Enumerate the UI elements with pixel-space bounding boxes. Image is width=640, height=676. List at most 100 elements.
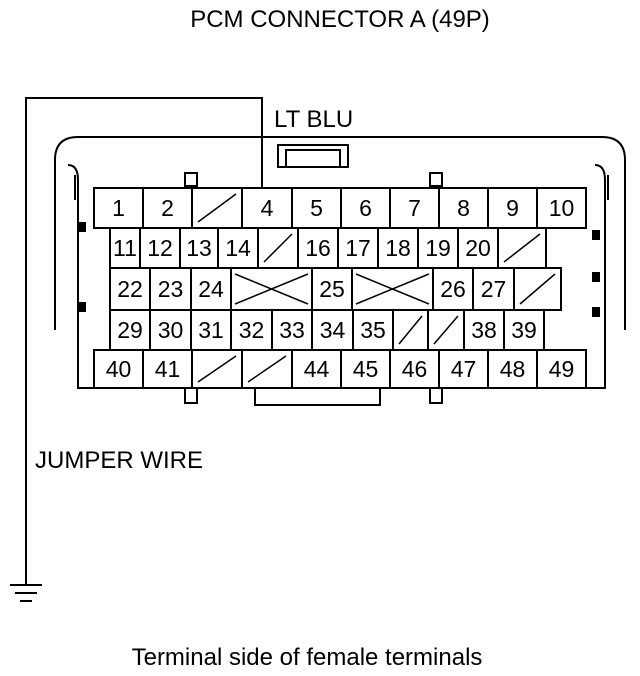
terminal-45: 45 [340,349,391,389]
terminal-number: 13 [186,235,212,261]
terminal-number: 39 [511,317,537,343]
terminal-number: 30 [158,317,184,343]
terminal-number: 6 [359,195,372,221]
terminal-23: 23 [149,267,192,311]
terminal-22: 22 [109,267,151,311]
terminal-number: 32 [239,317,265,343]
terminal-number: 40 [106,356,132,382]
terminal-31: 31 [190,309,232,351]
terminal-46: 46 [389,349,440,389]
terminal-number: 49 [549,356,575,382]
terminal-number: 25 [319,276,345,302]
terminal-number: 8 [457,195,470,221]
terminal-number: 16 [305,235,331,261]
terminal-number: 24 [198,276,224,302]
terminal-number: 5 [310,195,323,221]
terminal-18: 18 [377,227,419,269]
terminal-number: 41 [155,356,181,382]
terminal-40: 40 [93,349,144,389]
terminal-number: 46 [402,356,428,382]
terminal-number: 26 [440,276,466,302]
terminal-number: 33 [279,317,305,343]
terminal-number: 1 [112,195,125,221]
terminal-20: 20 [457,227,499,269]
terminal-5: 5 [291,187,342,229]
terminal-number: 27 [481,276,507,302]
terminal-39: 39 [503,309,545,351]
terminal-47: 47 [438,349,489,389]
terminal-number: 7 [408,195,421,221]
terminal-unused [497,227,547,269]
terminal-33: 33 [271,309,313,351]
terminal-32: 32 [230,309,273,351]
terminal-number: 18 [385,235,411,261]
jumper-wire-label: JUMPER WIRE [35,447,203,474]
terminal-number: 38 [471,317,497,343]
terminal-number: 23 [158,276,184,302]
terminal-number: 17 [345,235,371,261]
terminal-number: 48 [500,356,526,382]
terminal-6: 6 [340,187,391,229]
terminal-1: 1 [93,187,144,229]
terminal-49: 49 [536,349,587,389]
terminal-29: 29 [109,309,151,351]
terminal-38: 38 [463,309,505,351]
terminal-10: 10 [536,187,587,229]
terminal-34: 34 [311,309,354,351]
terminal-24: 24 [190,267,232,311]
terminal-16: 16 [297,227,339,269]
terminal-unused [241,349,293,389]
caption: Terminal side of female terminals [132,644,483,671]
terminal-unused [513,267,562,311]
terminal-number: 10 [549,195,575,221]
terminal-number: 45 [353,356,379,382]
terminal-44: 44 [291,349,342,389]
terminal-number: 22 [117,276,143,302]
terminal-unused [392,309,429,351]
terminal-41: 41 [142,349,193,389]
terminal-9: 9 [487,187,538,229]
terminal-number: 29 [117,317,143,343]
jumper-wire [25,97,263,585]
terminal-number: 12 [147,235,173,261]
terminal-unused [427,309,465,351]
terminal-30: 30 [149,309,192,351]
terminal-number: 35 [360,317,386,343]
terminal-number: 2 [161,195,174,221]
terminal-19: 19 [417,227,459,269]
terminal-27: 27 [472,267,515,311]
terminal-number: 47 [451,356,477,382]
ground-symbol-icon [10,584,42,602]
terminal-unused-cross [230,267,313,311]
terminal-2: 2 [142,187,193,229]
terminal-unused [191,187,243,229]
terminal-unused [191,349,243,389]
diagram-title: PCM CONNECTOR A (49P) [190,6,490,33]
terminal-26: 26 [432,267,474,311]
terminal-number: 11 [113,235,137,261]
terminal-13: 13 [179,227,219,269]
terminal-number: 34 [320,317,346,343]
terminal-unused [257,227,299,269]
terminal-8: 8 [438,187,489,229]
terminal-48: 48 [487,349,538,389]
terminal-number: 19 [425,235,451,261]
terminal-11: 11 [109,227,141,269]
wire-color-label: LT BLU [274,106,353,133]
terminal-17: 17 [337,227,379,269]
terminal-12: 12 [139,227,181,269]
terminal-number: 20 [465,235,491,261]
terminal-14: 14 [217,227,259,269]
terminal-number: 4 [261,195,274,221]
terminal-7: 7 [389,187,440,229]
connector-latch-marks [78,222,600,317]
terminal-4: 4 [241,187,293,229]
terminal-unused-cross [351,267,434,311]
terminal-number: 44 [304,356,330,382]
terminal-35: 35 [352,309,394,351]
terminal-number: 14 [225,235,251,261]
terminal-number: 9 [506,195,519,221]
terminal-25: 25 [311,267,353,311]
